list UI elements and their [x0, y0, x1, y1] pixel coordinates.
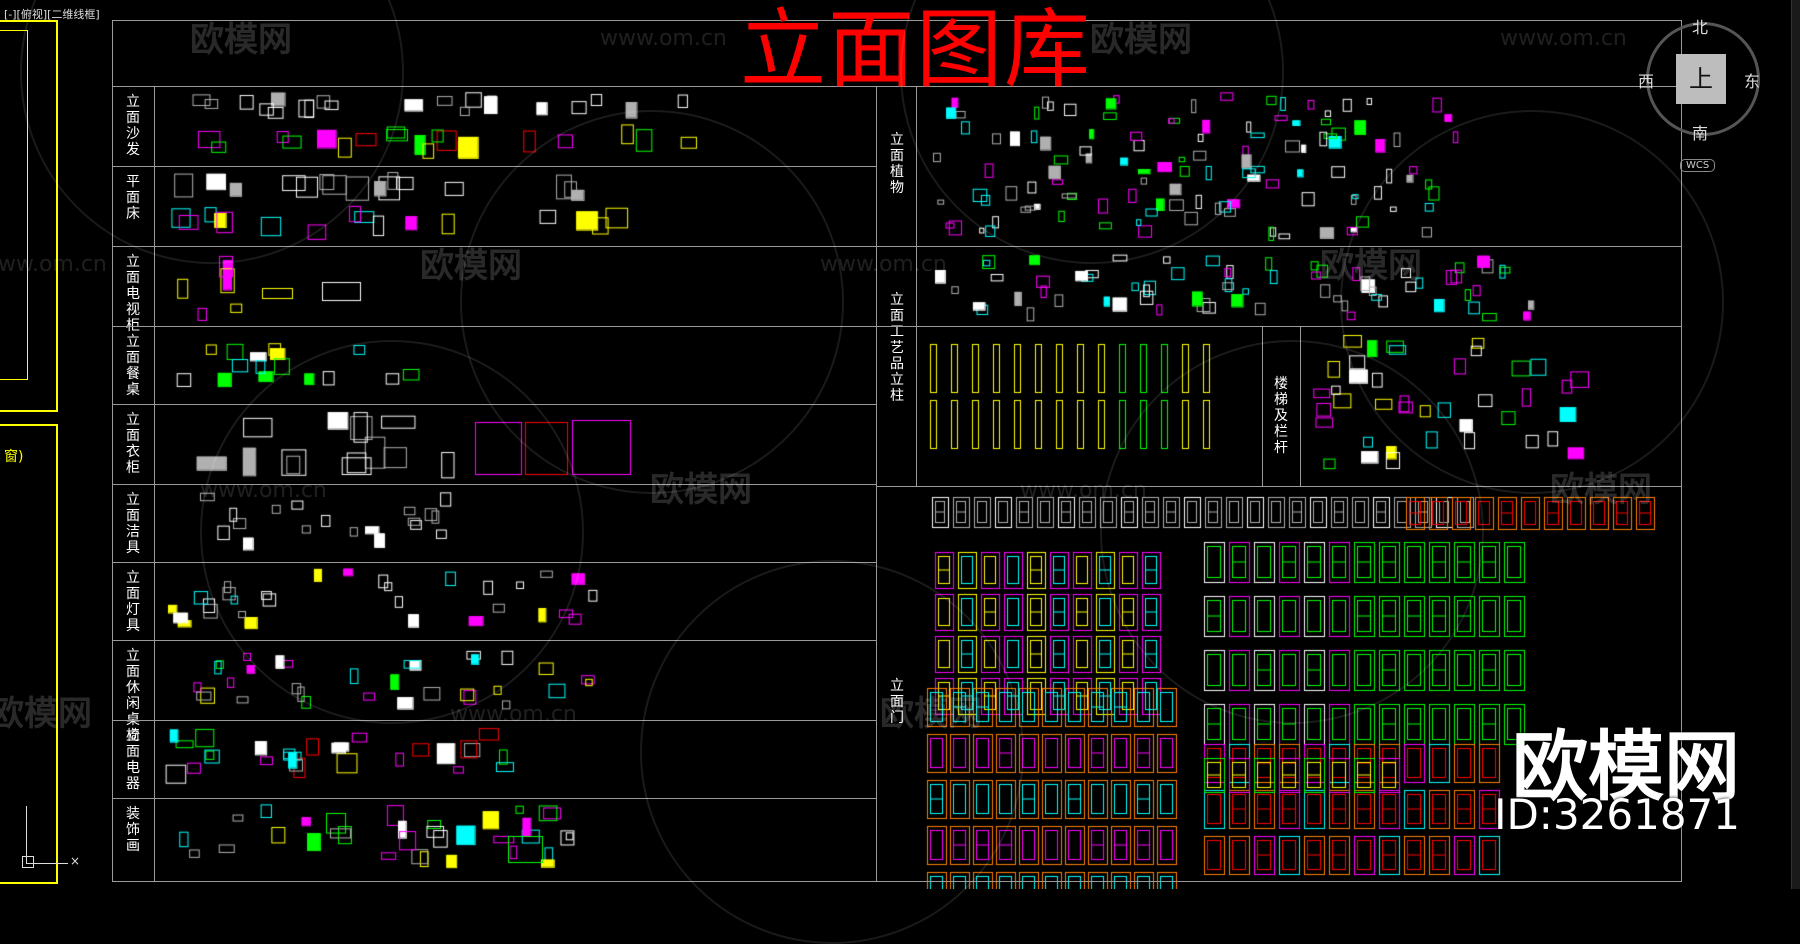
row-label-sanitary: 立面洁具 — [126, 492, 140, 556]
watermark-circle — [460, 110, 844, 494]
watermark-circle — [1100, 340, 1484, 724]
id-badge: ID:3261871 — [1494, 790, 1740, 839]
watermark-url: www.om.cn — [600, 26, 727, 51]
left-yellow-frame-inner — [0, 30, 28, 380]
row-separator-columns — [876, 326, 1682, 327]
row-separator-crafts — [876, 246, 1682, 247]
row-separator-appliance — [112, 720, 876, 721]
watermark-url: www.om.cn — [0, 252, 107, 277]
row-label-columns: 立柱 — [890, 372, 904, 404]
compass-ring[interactable] — [1646, 22, 1760, 136]
row-label-appliance: 立面电器 — [126, 728, 140, 792]
compass-south[interactable]: 南 — [1692, 124, 1709, 143]
watermark-circle — [1340, 110, 1724, 494]
compass-west[interactable]: 西 — [1638, 72, 1655, 91]
watermark-circle — [640, 560, 1024, 944]
compass-east[interactable]: 东 — [1744, 72, 1761, 91]
right-label-column-line — [916, 86, 917, 486]
left-yellow-frame-bottom — [0, 424, 58, 884]
row-label-wardrobe: 立面衣柜 — [126, 412, 140, 476]
row-label-decor: 装饰画 — [126, 806, 140, 854]
wcs-button[interactable]: WCS — [1680, 159, 1716, 172]
watermark-circle — [200, 340, 584, 724]
brand-badge: 欧模网 — [1512, 722, 1740, 811]
row-separator-decor — [112, 798, 876, 799]
column-separator — [876, 86, 877, 882]
row-label-plants: 立面植物 — [890, 132, 904, 196]
vertical-scrollbar[interactable] — [1791, 0, 1800, 889]
row-label-lamps: 立面灯具 — [126, 570, 140, 634]
ucs-icon: × — [22, 806, 80, 868]
row-separator-bed — [112, 166, 876, 167]
watermark-brand: 欧模网 — [0, 694, 92, 734]
side-label: 窗) — [4, 449, 24, 465]
viewcube-top-face[interactable]: 上 — [1676, 54, 1726, 104]
title-separator — [112, 86, 1682, 87]
row-label-dining: 立面餐桌 — [126, 334, 140, 398]
compass-north[interactable]: 北 — [1692, 18, 1709, 37]
watermark-url: www.om.cn — [1500, 26, 1627, 51]
row-label-tv: 立面电视柜 — [126, 254, 140, 334]
row-label-crafts: 立面工艺品 — [890, 292, 904, 372]
